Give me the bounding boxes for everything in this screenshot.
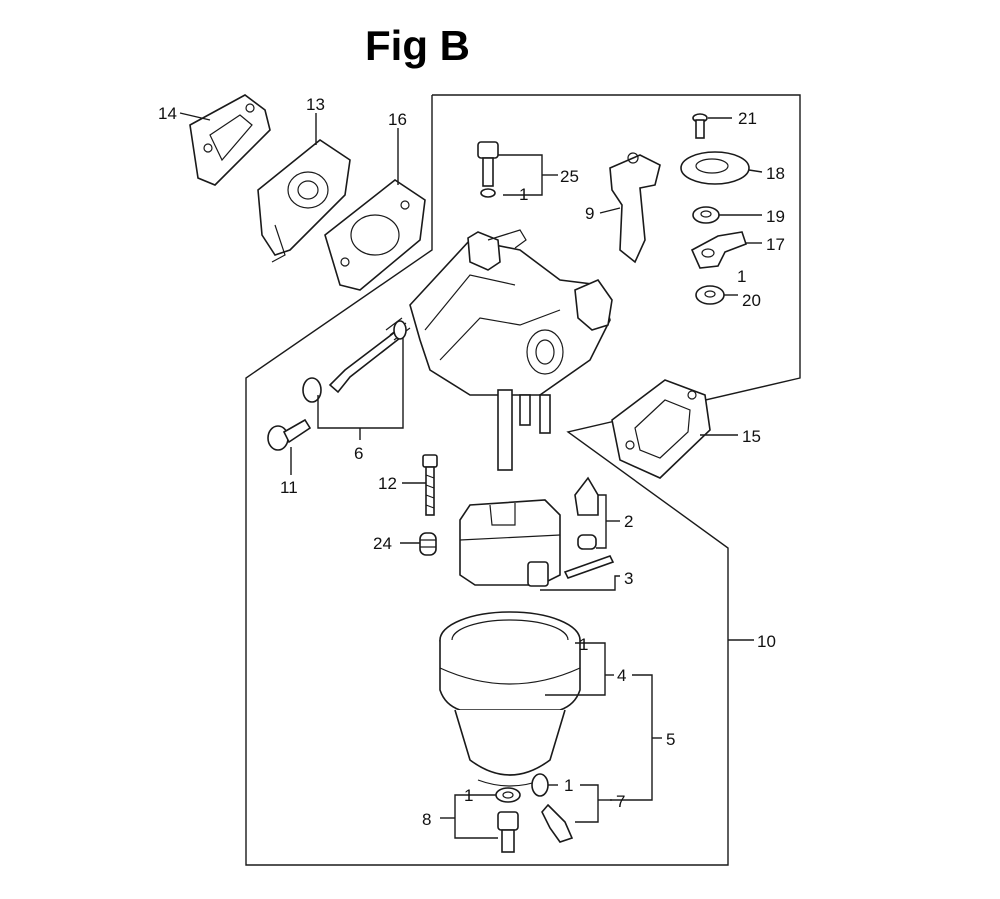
part-3-float-pin — [563, 555, 615, 579]
callout-3: 3 — [624, 569, 633, 588]
float — [459, 499, 561, 587]
part-13-insulator — [257, 139, 351, 263]
callout-5: 5 — [666, 730, 675, 749]
figure-title: Fig B — [365, 22, 470, 69]
callout-25: 25 — [560, 167, 579, 186]
callout-8: 8 — [422, 810, 431, 829]
part-15-gasket — [611, 379, 711, 479]
callout-6: 6 — [354, 444, 363, 463]
part-4-float-chamber — [439, 611, 581, 787]
part-8-drain-bolt — [495, 787, 521, 853]
callout-1-c: 1 — [579, 635, 588, 654]
callout-7: 7 — [616, 792, 625, 811]
part-14-gasket — [189, 94, 271, 186]
callout-12: 12 — [378, 474, 397, 493]
callout-labels: 14 13 16 25 1 9 21 18 19 17 1 20 15 6 11… — [158, 95, 785, 829]
part-19-nut — [692, 206, 720, 224]
callout-13: 13 — [306, 95, 325, 114]
part-25-screw — [477, 141, 499, 198]
callout-15: 15 — [742, 427, 761, 446]
part-11-screw — [267, 418, 312, 451]
leader-lines — [179, 112, 763, 839]
callout-21: 21 — [738, 109, 757, 128]
part-21-screw — [692, 113, 708, 139]
part-6-pilot-screw — [302, 317, 411, 403]
callout-4: 4 — [617, 666, 626, 685]
callout-19: 19 — [766, 207, 785, 226]
callout-18: 18 — [766, 164, 785, 183]
callout-9: 9 — [585, 204, 594, 223]
callout-17: 17 — [766, 235, 785, 254]
callout-14: 14 — [158, 104, 177, 123]
part-9-choke-lever — [609, 152, 661, 264]
callout-1-d: 1 — [564, 776, 573, 795]
callout-16: 16 — [388, 110, 407, 129]
carburetor-body — [409, 229, 613, 471]
part-2-float-valve — [574, 476, 599, 550]
callout-1-e: 1 — [464, 786, 473, 805]
callout-11: 11 — [280, 478, 298, 497]
callout-2: 2 — [624, 512, 633, 531]
part-16-gasket — [324, 179, 426, 291]
part-18-cap — [680, 151, 750, 185]
assembly-boundary — [245, 94, 801, 866]
callout-24: 24 — [373, 534, 392, 553]
callout-10: 10 — [757, 632, 776, 651]
part-24-spring — [419, 532, 437, 556]
callout-1-b: 1 — [737, 267, 746, 286]
part-12-screw — [422, 454, 438, 516]
part-20-washer — [695, 285, 725, 305]
part-17-lever — [690, 231, 748, 269]
callout-20: 20 — [742, 291, 761, 310]
callout-1-a: 1 — [519, 185, 528, 204]
